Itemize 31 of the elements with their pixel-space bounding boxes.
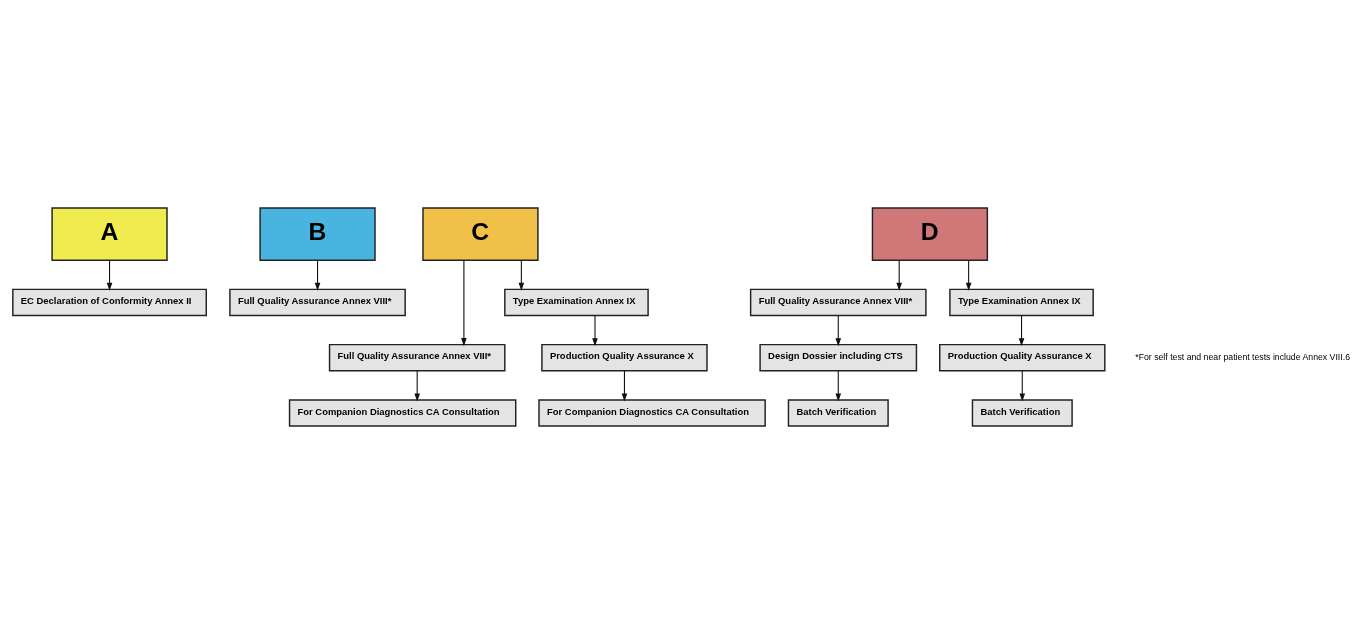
arrow: [621, 369, 628, 401]
node-box: Full Quality Assurance Annex VIII*: [749, 288, 927, 316]
node-box: Type Examination Annex IX: [504, 288, 649, 316]
node-box: A: [51, 206, 168, 261]
node-box: D: [871, 206, 989, 261]
node-box: For Companion Diagnostics CA Consultation: [288, 398, 517, 427]
arrow: [965, 259, 972, 291]
arrow: [461, 259, 467, 346]
label: *For self test and near patient tests include Annex VIII.6: [1135, 351, 1350, 362]
arrow: [106, 259, 113, 291]
arrow: [896, 259, 902, 291]
arrow: [1019, 369, 1026, 401]
arrow: [835, 314, 842, 346]
node-box: Batch Verification: [787, 398, 889, 427]
node-box: Full Quality Assurance Annex VIII*: [328, 343, 506, 372]
arrow: [518, 259, 525, 291]
node-box: C: [422, 206, 539, 261]
node-box: Batch Verification: [971, 398, 1073, 427]
node-box: Full Quality Assurance Annex VIII*: [229, 288, 406, 316]
arrow: [592, 314, 598, 346]
arrow: [414, 369, 420, 401]
node-box: Type Examination Annex IX: [949, 288, 1094, 316]
node-box: For Companion Diagnostics CA Consultation: [538, 398, 766, 427]
node-box: Design Dossier including CTS: [759, 343, 918, 372]
node-box: Production Quality Assurance X: [939, 343, 1106, 372]
arrow: [1018, 314, 1025, 346]
node-box: B: [259, 206, 376, 261]
arrow: [314, 259, 321, 291]
arrow: [835, 369, 842, 401]
node-box: EC Declaration of Conformity Annex II: [12, 288, 207, 316]
node-box: Production Quality Assurance X: [541, 343, 708, 372]
